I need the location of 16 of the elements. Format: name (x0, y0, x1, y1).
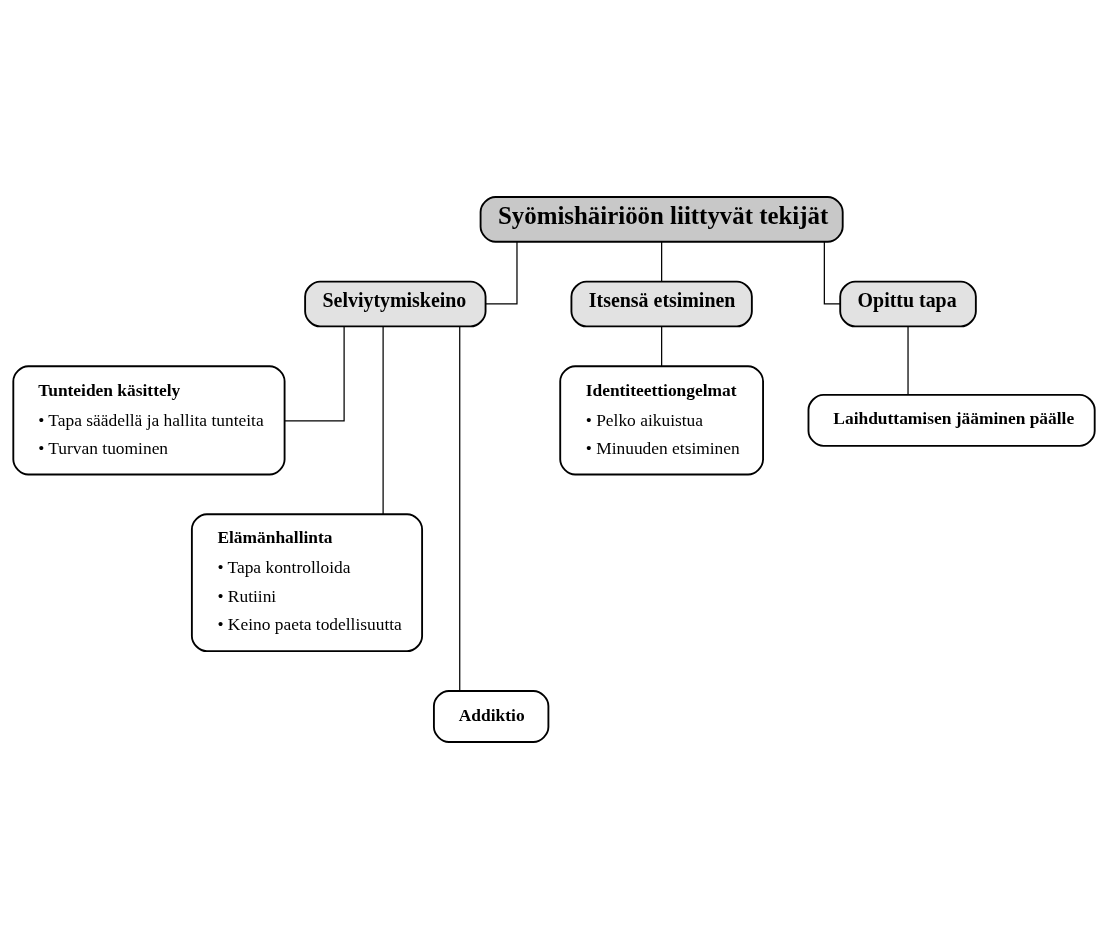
connector (661, 325, 663, 367)
node-box: Laihduttamisen jääminen päälle (807, 393, 1096, 447)
connector (661, 240, 663, 282)
node-box: Addiktio (433, 689, 550, 743)
connector (459, 325, 461, 691)
node-box: Elämänhallinta • Tapa kontrolloida • Rutiini • Keino paeta todellisuutta (190, 512, 424, 652)
node-box: Opittu tapa (839, 280, 977, 327)
connector (485, 240, 518, 305)
connector (284, 325, 345, 422)
node-box: Selviytymiskeino (304, 280, 487, 327)
node-box: Tunteiden käsittely • Tapa säädellä ja hallita tunteita • Turvan tuominen (12, 364, 286, 475)
node-box: Syömishäiriöön liittyvät tekijät (479, 195, 844, 243)
connector (907, 325, 909, 395)
node-box: Identiteettiongelmat • Pelko aikuistua • Minuuden etsiminen (559, 364, 764, 475)
connector (382, 325, 384, 515)
node-box: Itsensä etsiminen (570, 280, 753, 327)
